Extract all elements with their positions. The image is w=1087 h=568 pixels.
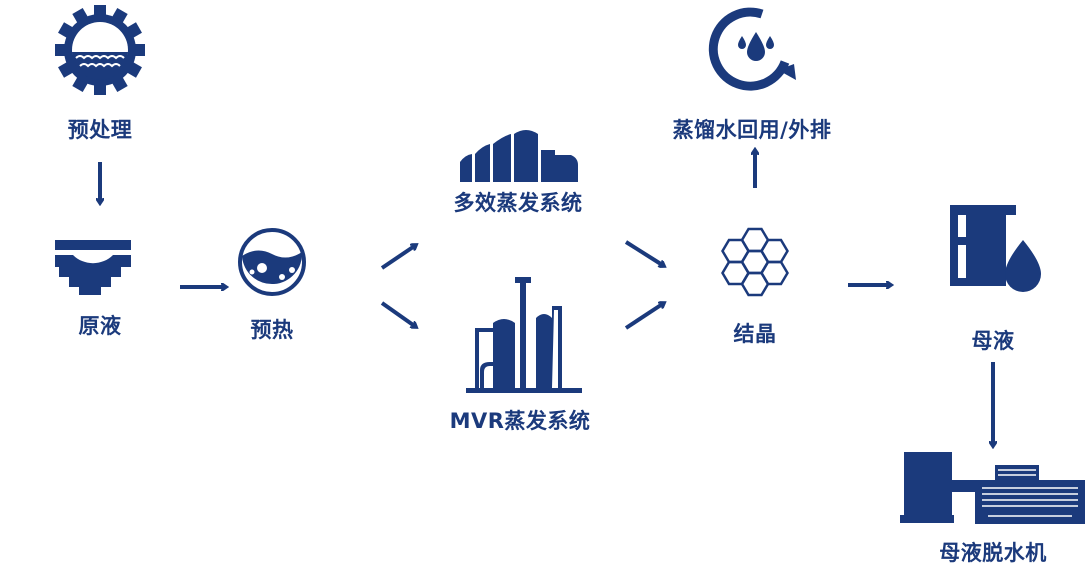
barrel-drop-icon (950, 205, 1041, 292)
basin-icon (55, 240, 131, 295)
distilled-water-label: 蒸馏水回用/外排 (672, 118, 832, 142)
dewatering-label: 母液脱水机 (939, 541, 1047, 565)
factory-tower-icon (466, 277, 582, 393)
mvr-label: MVR蒸发系统 (449, 409, 591, 433)
arrow-mvr-to-crystal (624, 303, 664, 330)
multi-dome-icon (460, 130, 578, 182)
pretreatment-label: 预处理 (67, 118, 133, 142)
gear-water-icon (55, 5, 145, 95)
dewatering-machine-icon (900, 452, 1085, 524)
bubbling-flask-icon (238, 228, 306, 296)
water-recycle-icon (708, 7, 796, 91)
preheat-label: 预热 (250, 318, 294, 342)
honeycomb-icon (721, 227, 789, 297)
raw-liquid-label: 原液 (78, 314, 122, 338)
crystallization-label: 结晶 (733, 322, 777, 346)
mother-liquor-label: 母液 (971, 329, 1015, 353)
multi-effect-label: 多效蒸发系统 (453, 191, 583, 215)
arrow-multi-effect-to-crystal (624, 240, 664, 266)
arrow-preheat-to-multi-effect (380, 245, 416, 270)
arrow-preheat-to-mvr (380, 301, 416, 327)
